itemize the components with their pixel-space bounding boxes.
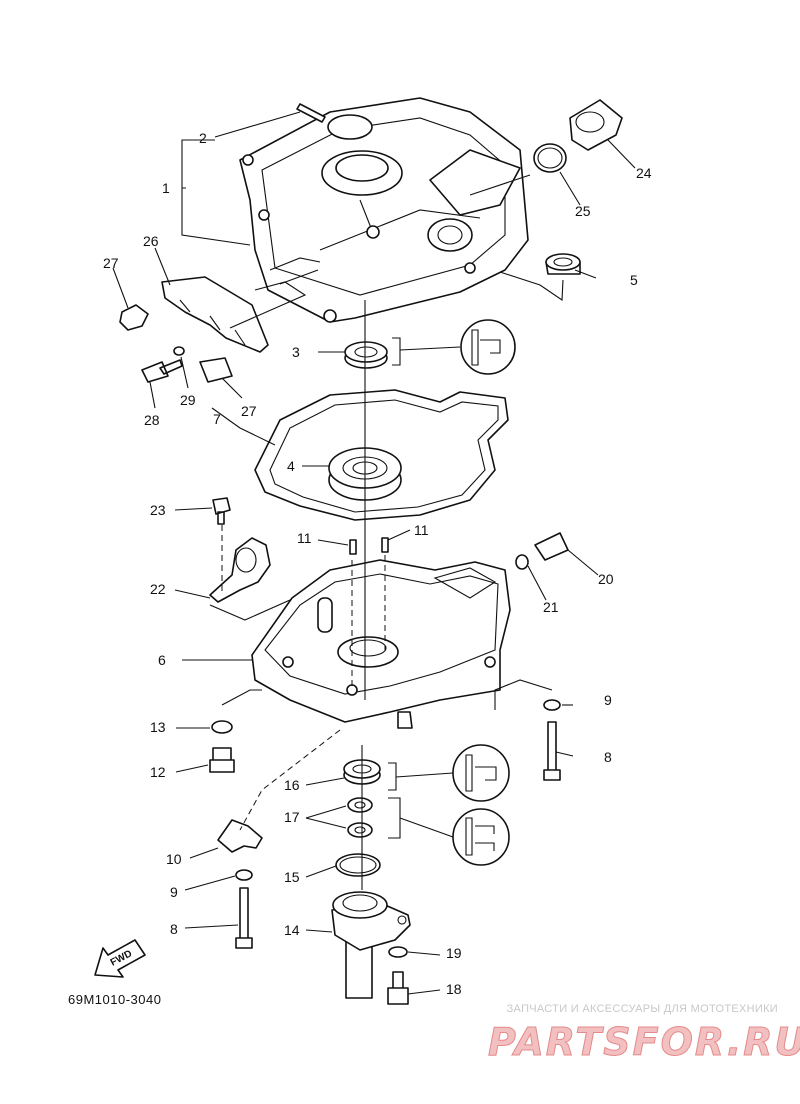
callout-23[interactable]: 23 <box>150 502 166 518</box>
callout-29[interactable]: 29 <box>180 392 196 408</box>
callout-6[interactable]: 6 <box>158 652 166 668</box>
plate-26 <box>161 276 269 353</box>
oil-seal-17b <box>347 822 373 838</box>
callout-27-lower[interactable]: 27 <box>241 403 257 419</box>
callout-14[interactable]: 14 <box>284 922 300 938</box>
dowel-pin-11a <box>349 539 357 555</box>
gasket-21 <box>515 554 529 570</box>
fitting-5 <box>545 253 581 275</box>
washer-19 <box>388 946 408 958</box>
washer-9a <box>543 699 561 711</box>
detail-inset-17 <box>452 808 510 866</box>
callout-28[interactable]: 28 <box>144 412 160 428</box>
bolt-23 <box>212 497 231 525</box>
callout-15[interactable]: 15 <box>284 869 300 885</box>
cylinder-block <box>239 97 529 323</box>
oil-seal-3 <box>344 341 388 369</box>
callout-4[interactable]: 4 <box>287 458 295 474</box>
crankcase <box>251 559 511 729</box>
callout-20[interactable]: 20 <box>598 571 614 587</box>
leader-lines <box>112 111 636 995</box>
callout-1[interactable]: 1 <box>162 180 170 196</box>
clamp-10 <box>217 819 263 853</box>
o-ring-15 <box>335 853 381 877</box>
callout-9-upper[interactable]: 9 <box>604 692 612 708</box>
damper-27a <box>119 304 149 331</box>
callout-21[interactable]: 21 <box>543 599 559 615</box>
callout-26[interactable]: 26 <box>143 233 159 249</box>
callout-3[interactable]: 3 <box>292 344 300 360</box>
housing-14 <box>331 891 411 999</box>
bolt-8b <box>235 887 253 949</box>
washer-29 <box>173 346 185 356</box>
watermark-brand: PARTSFOR.RU <box>487 1020 800 1065</box>
detail-inset-16 <box>452 744 510 802</box>
detail-inset-3 <box>460 319 516 375</box>
callout-9-lower[interactable]: 9 <box>170 884 178 900</box>
callout-12[interactable]: 12 <box>150 764 166 780</box>
callout-18[interactable]: 18 <box>446 981 462 997</box>
bolt-12 <box>209 747 235 773</box>
bolt-18 <box>387 971 409 1005</box>
diagram-code: 69M1010-3040 <box>68 992 162 1007</box>
callout-19[interactable]: 19 <box>446 945 462 961</box>
callout-13[interactable]: 13 <box>150 719 166 735</box>
callout-7[interactable]: 7 <box>213 411 221 427</box>
callout-17[interactable]: 17 <box>284 809 300 825</box>
plug-20 <box>534 532 569 561</box>
bolt-8a <box>543 721 561 781</box>
damper-27b <box>199 357 233 383</box>
callout-27-upper[interactable]: 27 <box>103 255 119 271</box>
watermark-tagline: ЗАПЧАСТИ И АКСЕССУАРЫ ДЛЯ МОТОТЕХНИКИ <box>506 1003 778 1015</box>
callout-16[interactable]: 16 <box>284 777 300 793</box>
callout-24[interactable]: 24 <box>636 165 652 181</box>
assembly-lines <box>209 174 564 890</box>
callout-5[interactable]: 5 <box>630 272 638 288</box>
callout-10[interactable]: 10 <box>166 851 182 867</box>
oil-filler-cap <box>569 99 623 151</box>
callout-11-right[interactable]: 11 <box>414 522 429 538</box>
bolt-2 <box>296 103 326 123</box>
callout-11-left[interactable]: 11 <box>297 530 312 546</box>
callout-22[interactable]: 22 <box>150 581 166 597</box>
callout-8-upper[interactable]: 8 <box>604 749 612 765</box>
callout-2[interactable]: 2 <box>199 130 207 146</box>
callout-8-lower[interactable]: 8 <box>170 921 178 937</box>
bolt-28 <box>141 359 183 383</box>
oil-seal-17a <box>347 797 373 813</box>
washer-13 <box>211 720 233 734</box>
washer-9b <box>235 869 253 881</box>
callout-25[interactable]: 25 <box>575 203 591 219</box>
fwd-arrow-icon <box>94 939 146 978</box>
dowel-pin-11b <box>381 537 389 553</box>
